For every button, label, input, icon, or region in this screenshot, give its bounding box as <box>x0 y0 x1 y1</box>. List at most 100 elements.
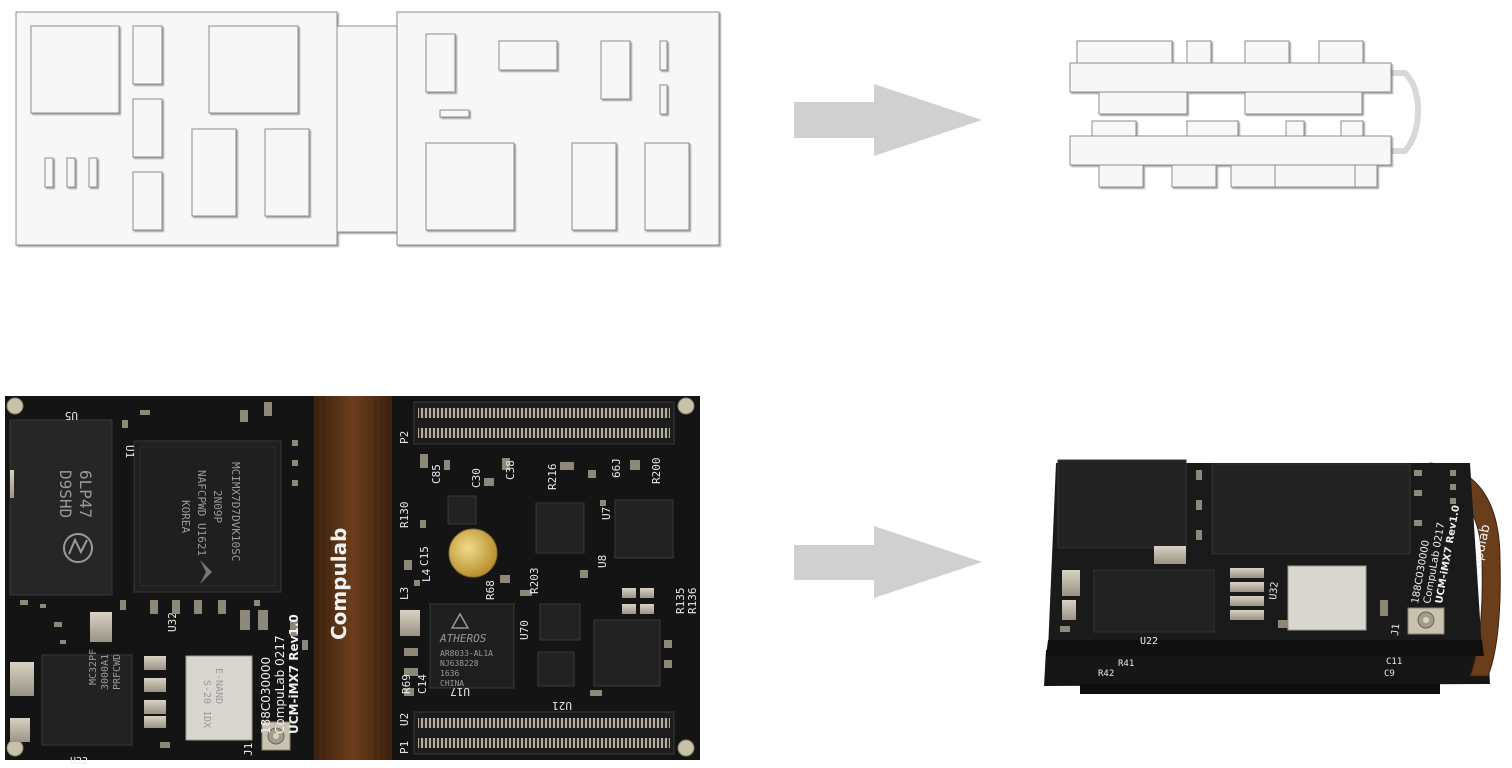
ref-label: R203 <box>528 568 541 595</box>
gold-pad <box>448 528 498 578</box>
folded-board-photo: Compulab 188C030000 C <box>1044 459 1501 694</box>
folded-bottom-edge <box>1080 684 1440 694</box>
folded-ref: C11 <box>1386 657 1402 667</box>
ref-label: R136 <box>686 588 699 615</box>
connector-ref: P1 <box>398 741 411 754</box>
component-block <box>1091 120 1137 137</box>
flex-cable <box>314 396 392 760</box>
flex-logo: Compulab <box>327 528 351 640</box>
component-block <box>498 40 558 71</box>
connector-ref: P2 <box>398 431 411 444</box>
cpu-logo <box>200 560 212 584</box>
component-block <box>191 128 237 217</box>
component-block <box>1098 91 1188 115</box>
ic-chip <box>535 502 585 554</box>
folded-ref: U32 <box>1268 581 1281 600</box>
ram-ref: U5 <box>65 409 78 422</box>
component-block <box>600 40 631 100</box>
folded-ref: U22 <box>1140 636 1158 647</box>
ref-label: C38 <box>504 460 517 480</box>
silk-line: CompuLab 0217 <box>273 635 287 734</box>
ref-label: R68 <box>484 580 497 600</box>
ram-chip-line: 6LP47 <box>76 470 95 518</box>
lower-board-layer <box>1069 135 1392 166</box>
component-block <box>644 142 690 231</box>
ic-chip <box>537 651 575 687</box>
ram-chip <box>9 419 113 596</box>
component-block <box>1354 164 1378 188</box>
component-block <box>1076 40 1173 64</box>
component-block <box>66 157 76 188</box>
wifi-chip-line: CHINA <box>440 679 464 688</box>
folded-ram-chip <box>1057 459 1187 549</box>
component-block <box>264 128 310 217</box>
component-block <box>132 98 163 158</box>
transform-arrow-top <box>794 84 982 156</box>
flex-strip-outline <box>336 25 398 233</box>
component-block <box>439 109 470 118</box>
component-block <box>1098 164 1144 188</box>
folded-board-diagram <box>1069 40 1422 188</box>
component-block <box>1230 164 1276 188</box>
pmic-chip-line: 3000A1 <box>100 654 111 690</box>
ref-label: R135 <box>674 588 687 615</box>
pmic-chip <box>41 654 133 746</box>
mount-hole <box>6 739 24 757</box>
ref-label: C85 <box>430 464 443 484</box>
ram-chip-logo <box>63 533 93 563</box>
component-block <box>425 33 456 93</box>
component-block <box>1285 120 1305 137</box>
component-block <box>1244 40 1290 64</box>
component-block <box>425 142 515 231</box>
cpu-chip <box>133 440 282 593</box>
cpu-ref: U1 <box>123 445 136 458</box>
folded-ref: R41 <box>1118 659 1134 669</box>
connector-ref: J1 <box>242 743 255 756</box>
ref-label: U2 <box>398 713 411 726</box>
ram-chip-line: D9SHD <box>56 470 75 518</box>
ref-label: R200 <box>650 458 663 485</box>
ref-label: L4 <box>420 568 433 582</box>
folded-cpu-chip <box>1211 463 1411 555</box>
emmc-module <box>185 655 253 741</box>
silk-line: 188C030000 <box>259 657 273 734</box>
silk-line: UCM-iMX7 Rev1.0 <box>287 614 301 734</box>
ref-label: 66J <box>610 458 623 478</box>
folded-ref: R42 <box>1098 669 1114 679</box>
folded-pmic-chip <box>1093 569 1215 633</box>
component-block <box>1186 40 1212 64</box>
emmc-ref: U32 <box>166 612 179 632</box>
component-block <box>132 171 163 231</box>
ic-chip <box>614 499 674 559</box>
component-block <box>30 25 120 114</box>
mount-hole <box>6 397 24 415</box>
pmic-chip-line: PRFCWD <box>112 654 123 690</box>
ref-label: C30 <box>470 468 483 488</box>
pmic-chip-line: MC32PF <box>88 649 99 685</box>
folded-shield-module <box>1287 565 1367 631</box>
wifi-chip-line: NJ638228 <box>440 659 479 668</box>
component-block <box>208 25 299 114</box>
folded-ref: C9 <box>1384 669 1395 679</box>
mount-hole <box>677 397 695 415</box>
cpu-chip-line: 2N09P <box>211 490 224 523</box>
ref-label: U21 <box>552 699 572 712</box>
wifi-ref: U70 <box>518 620 531 640</box>
ic-chip <box>447 495 477 525</box>
component-block <box>571 142 617 231</box>
wifi-chip-line: 1636 <box>440 669 459 678</box>
component-block <box>88 157 98 188</box>
component-block <box>44 157 54 188</box>
component-block <box>132 25 163 85</box>
ref-label: R130 <box>398 502 411 529</box>
component-block <box>659 40 668 71</box>
component-block <box>1171 164 1217 188</box>
ref-label: U8 <box>596 555 609 568</box>
component-block <box>1340 120 1364 137</box>
right-pcb <box>392 396 700 760</box>
emmc-chip-line: E-NAND <box>213 668 224 704</box>
cpu-chip-line: MCIMX7D7DVK10SC <box>229 462 242 561</box>
ic-chip <box>539 603 581 641</box>
flex-fold-curve <box>1391 70 1422 154</box>
